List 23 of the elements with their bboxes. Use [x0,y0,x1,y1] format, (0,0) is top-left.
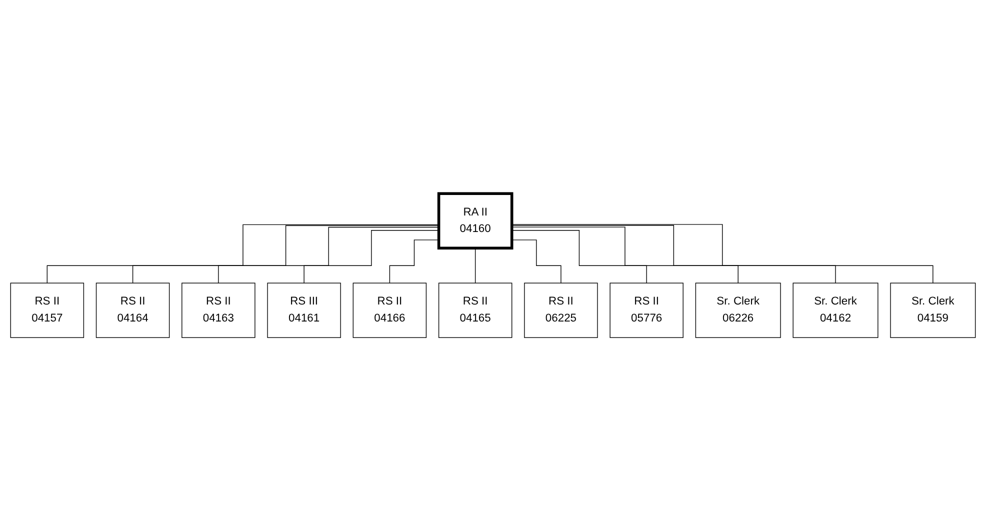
connector [512,226,738,284]
node-box: RS III 04161 [267,282,341,338]
node-box: RS II 04165 [438,282,512,338]
connector [512,230,647,284]
node-box: RS II 04166 [352,282,427,338]
node-box: RS II 05776 [610,282,684,338]
connector [474,248,476,284]
node-box: RS II 04163 [182,282,256,338]
connector [512,224,836,284]
node-box: RA II 04160 [437,192,514,250]
connector [218,226,440,284]
node-box: RS II 06225 [524,282,598,338]
node-box: Sr. Clerk 04159 [890,282,976,338]
connector [512,240,562,284]
node-box: Sr. Clerk 06226 [695,282,781,338]
node-box: RS II 04164 [96,282,170,338]
connector [46,224,440,284]
node-box: RS II 04157 [10,282,84,338]
node-box: Sr. Clerk 04162 [792,282,878,338]
connector [304,230,440,284]
connector [389,240,440,284]
connector [132,225,440,284]
connector [512,224,934,284]
